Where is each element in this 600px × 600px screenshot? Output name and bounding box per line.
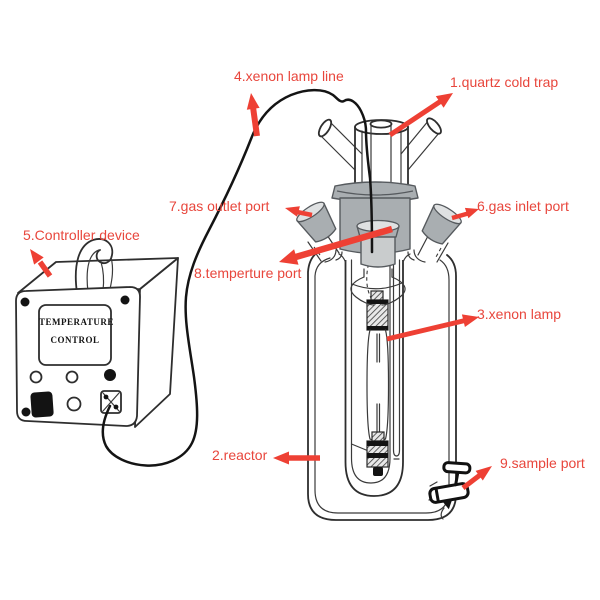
controller-handle [74, 238, 114, 294]
temperature-display-panel [38, 304, 112, 366]
screw-icon [20, 297, 30, 307]
lamp-bottom-collar [371, 431, 385, 442]
indicator-knob [29, 370, 43, 384]
screw-icon [21, 407, 31, 417]
sample-stopcock [428, 461, 472, 520]
thermowell-tube [392, 259, 401, 457]
controller-device [15, 238, 179, 428]
power-switch [30, 391, 54, 418]
gas-inlet-port-joint [417, 203, 462, 263]
cable-connector [100, 390, 122, 414]
lamp-tip [373, 467, 383, 476]
indicator-knob-dark [104, 369, 116, 381]
indicator-knob [65, 370, 79, 384]
quartz-cold-trap [317, 117, 442, 185]
lamp-collar [370, 290, 384, 301]
adjust-knob [66, 396, 82, 412]
screw-icon [120, 295, 130, 305]
xenon-lamp-power-cable [101, 88, 374, 467]
reactor-vessel [307, 249, 457, 521]
